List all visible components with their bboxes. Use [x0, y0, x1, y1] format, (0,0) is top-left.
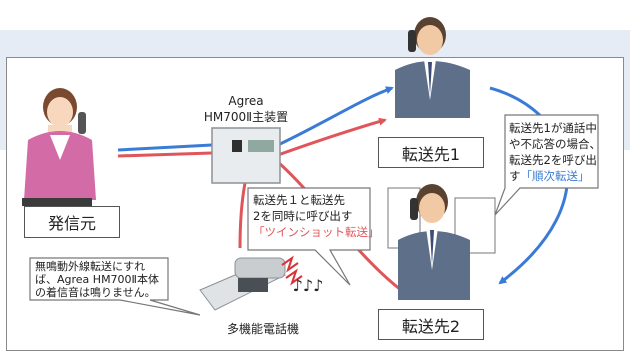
caller-illustration	[22, 88, 96, 206]
caller-red-line	[117, 151, 213, 158]
silent-line3: の着信音は鳴りません。	[35, 286, 156, 299]
device-model-label: HM700Ⅱ主装置	[203, 110, 289, 124]
twin-callout: 転送先１と転送先 2を同時に呼び出す 「ツインショット転送」	[253, 192, 380, 240]
twin-line1: 転送先１と転送先	[253, 193, 345, 207]
seq-highlight: 「順次転送」	[520, 169, 590, 183]
dest1-box: 転送先1	[378, 137, 484, 168]
sequential-callout-bubble	[494, 114, 599, 216]
device-brand-label: Agrea	[228, 94, 264, 108]
device-to-phone-line	[238, 182, 247, 249]
seq-line4: す「順次転送」	[509, 168, 601, 184]
dest2-box: 転送先2	[378, 309, 484, 340]
multifunction-phone-illustration	[199, 257, 286, 311]
phone-label: 多機能電話機	[226, 322, 299, 336]
silent-line1: 無鳴動外線転送にすれ	[35, 260, 146, 273]
device-to-dest1-line	[277, 86, 394, 147]
caller-box: 発信元	[24, 206, 120, 238]
twin-line2: 2を同時に呼び出す	[253, 209, 353, 223]
music-notes: ♪♪♪	[292, 276, 324, 295]
twin-highlight: 「ツインショット転送」	[253, 225, 380, 239]
dest1-label: 転送先1	[401, 144, 461, 164]
twin-callout-bubble	[247, 187, 371, 286]
silent-callout: 無鳴動外線転送にすれ ば、Agrea HM700Ⅱ本体 の着信音は鳴りません。	[35, 260, 159, 299]
silent-callout-bubble	[29, 257, 201, 316]
seq-line1: 転送先1が通話中	[509, 121, 597, 135]
seq-line2: や不応答の場合、	[509, 137, 601, 151]
silent-line2: ば、Agrea HM700Ⅱ本体	[35, 273, 159, 286]
device-to-dest1-red-line	[277, 117, 387, 157]
caller-label: 発信元	[47, 214, 96, 233]
dest1-illustration	[395, 17, 470, 118]
caller-blue-line	[117, 143, 213, 152]
dest2-illustration	[387, 184, 496, 300]
sequential-callout: 転送先1が通話中 や不応答の場合、 転送先2を呼び出 す「順次転送」	[509, 120, 601, 184]
seq-line4-prefix: す	[509, 169, 521, 183]
dest2-label: 転送先2	[401, 316, 461, 336]
seq-line3: 転送先2を呼び出	[509, 153, 597, 167]
ring-marks	[281, 255, 303, 286]
main-unit-illustration	[211, 127, 281, 184]
